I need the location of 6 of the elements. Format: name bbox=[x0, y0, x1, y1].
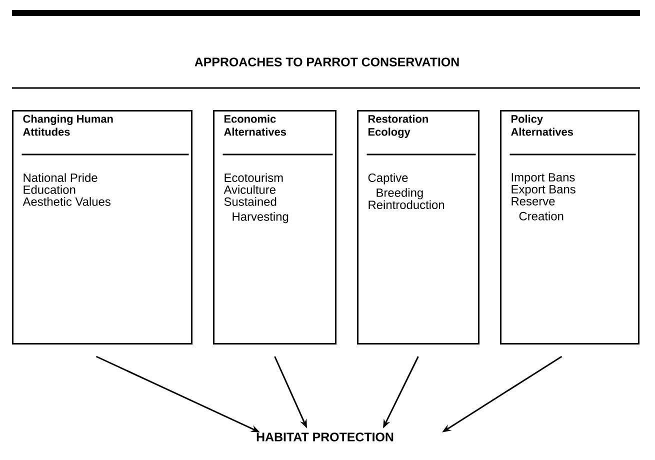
title: APPROACHES TO PARROT CONSERVATION bbox=[194, 58, 459, 66]
outcome-label: HABITAT PROTECTION bbox=[256, 432, 394, 442]
approach-box: Policy Alternatives Import Bans Export Bans Reserve Creation bbox=[500, 110, 640, 344]
approach-box: Changing Human Attitudes National Pride Education Aesthetic Values bbox=[12, 110, 192, 344]
approach-box: Restoration Ecology Captive Breeding Reintroduction bbox=[357, 110, 480, 344]
approach-box: Economic Alternatives Ecotourism Aviculture Sustained Harvesting bbox=[213, 110, 336, 344]
